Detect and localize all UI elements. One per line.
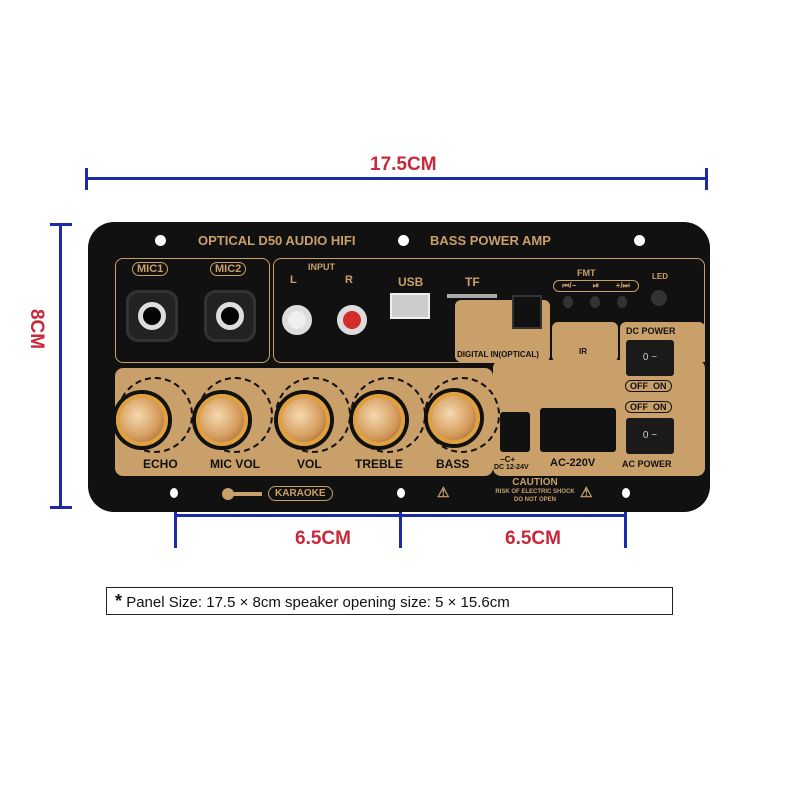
input-l-label: L <box>290 274 297 286</box>
mic-vol-knob[interactable] <box>196 394 248 446</box>
mic1-label: MIC1 <box>132 262 169 276</box>
caution-line-1: RISK OF ELECTRIC SHOCK <box>495 489 575 495</box>
vol-label: VOL <box>297 457 322 471</box>
spacing-tick <box>174 500 177 548</box>
input-label: INPUT <box>308 262 335 272</box>
ac-power-label: AC POWER <box>622 459 672 469</box>
spacing-right-label: 6.5CM <box>505 528 561 549</box>
ac-label: AC-220V <box>550 457 596 469</box>
mount-hole <box>622 488 630 498</box>
mount-hole <box>170 488 178 498</box>
width-dimension-line <box>86 177 708 180</box>
width-tick-right <box>705 168 708 190</box>
mount-hole <box>398 235 409 246</box>
on-label: ON <box>653 381 667 391</box>
rca-left-jack[interactable] <box>282 305 312 335</box>
on-label: ON <box>653 402 667 412</box>
led-label: LED <box>652 272 668 281</box>
next-button-label: +/⏭ <box>615 281 630 290</box>
mic-vol-label: MIC VOL <box>210 457 260 471</box>
spacing-left-label: 6.5CM <box>295 528 351 549</box>
led-indicator <box>651 290 667 306</box>
karaoke-label: KARAOKE <box>268 486 333 501</box>
optical-port[interactable] <box>512 295 542 329</box>
panel-title-right: BASS POWER AMP <box>430 233 551 248</box>
mount-hole <box>155 235 166 246</box>
dc-off-on: OFF ON <box>625 380 672 392</box>
mic2-label: MIC2 <box>210 262 247 276</box>
tf-label: TF <box>465 275 480 289</box>
rca-right-jack[interactable] <box>337 305 367 335</box>
ac-socket[interactable] <box>540 408 616 452</box>
button-labels: ⏮/− ⏯ +/⏭ <box>553 280 639 292</box>
width-label: 17.5CM <box>370 154 437 175</box>
panel-title-left: OPTICAL D50 AUDIO HIFI <box>198 233 356 248</box>
mic2-jack[interactable] <box>204 290 256 342</box>
height-label: 8CM <box>26 308 48 350</box>
note-text: Panel Size: 17.5 × 8cm speaker opening s… <box>126 594 510 611</box>
usb-port[interactable] <box>390 293 430 319</box>
dc-power-label: DC POWER <box>626 326 676 336</box>
warning-icon: ⚠ <box>437 484 450 500</box>
off-label: OFF <box>630 381 648 391</box>
ir-label: IR <box>579 347 587 356</box>
mount-hole <box>634 235 645 246</box>
width-tick-left <box>85 168 88 190</box>
off-label: OFF <box>630 402 648 412</box>
dc-jack[interactable] <box>500 412 530 452</box>
dc-power-switch[interactable]: 0 − <box>626 340 674 376</box>
input-r-label: R <box>345 274 353 286</box>
panel-size-note: * Panel Size: 17.5 × 8cm speaker opening… <box>106 587 673 615</box>
prev-button[interactable] <box>563 296 573 308</box>
note-star: * <box>115 591 123 611</box>
dc-label: DC 12-24V <box>494 464 529 471</box>
spacing-tick <box>399 500 402 548</box>
ir-area <box>552 322 618 362</box>
input-section <box>273 258 705 363</box>
dc-polarity: −C+ <box>500 455 516 464</box>
next-button[interactable] <box>617 296 627 308</box>
prev-button-label: ⏮/− <box>562 281 577 290</box>
usb-label: USB <box>398 275 424 289</box>
mic-section <box>115 258 270 363</box>
caution-line-2: DO NOT OPEN <box>513 497 556 503</box>
warning-icon: ⚠ <box>580 484 593 500</box>
tf-slot[interactable] <box>447 294 497 298</box>
height-tick-top <box>50 223 72 226</box>
digital-in-label: DIGITAL IN(OPTICAL) <box>457 350 539 359</box>
bass-label: BASS <box>436 457 470 471</box>
microphone-icon <box>222 488 262 500</box>
height-tick-bottom <box>50 506 72 509</box>
mic1-jack[interactable] <box>126 290 178 342</box>
vol-knob[interactable] <box>278 394 330 446</box>
play-pause-button[interactable] <box>590 296 600 308</box>
fmt-label: FMT <box>577 268 596 278</box>
spacing-tick <box>624 500 627 548</box>
echo-label: ECHO <box>143 457 178 471</box>
ac-off-on: OFF ON <box>625 401 672 413</box>
knob-ring <box>424 377 500 453</box>
ac-power-switch[interactable]: 0 − <box>626 418 674 454</box>
treble-label: TREBLE <box>355 457 403 471</box>
caution-title: CAUTION <box>512 477 558 488</box>
echo-knob[interactable] <box>116 394 168 446</box>
mount-hole <box>397 488 405 498</box>
height-dimension-line <box>59 224 62 508</box>
bass-knob[interactable] <box>428 392 480 444</box>
treble-knob[interactable] <box>353 394 405 446</box>
play-button-label: ⏯ <box>592 281 600 290</box>
